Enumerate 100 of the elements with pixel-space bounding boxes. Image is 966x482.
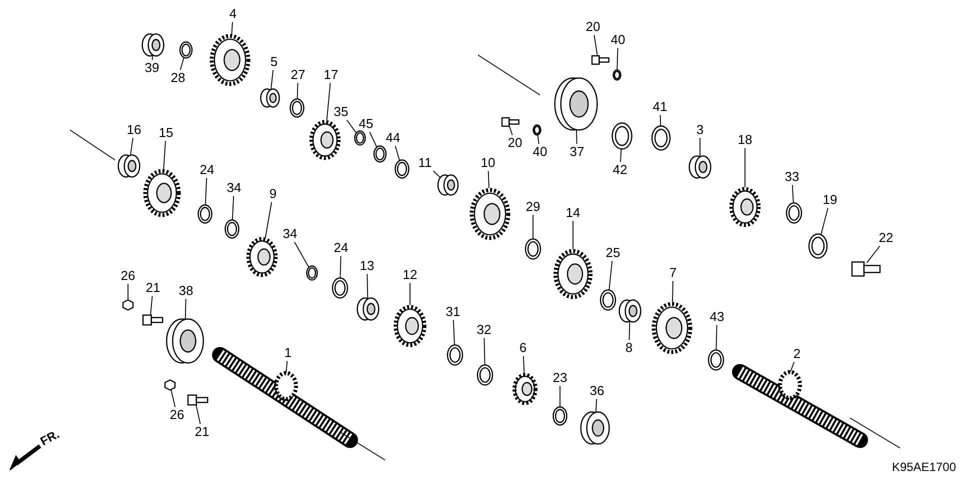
leader-line: [572, 220, 574, 250]
bearing-drawing: [260, 88, 280, 108]
leader-line: [508, 126, 513, 136]
washer-drawing: [532, 124, 542, 136]
callout-number: 29: [526, 200, 540, 214]
washer-drawing: [198, 204, 212, 224]
bearing-drawing: [356, 297, 380, 321]
leader-line: [296, 82, 298, 100]
washer-drawing: [446, 344, 464, 366]
washer-drawing: [651, 125, 671, 151]
callout-number: 8: [625, 341, 633, 355]
washer-drawing: [290, 98, 304, 118]
washer-drawing: [394, 159, 410, 179]
leader-line: [346, 120, 357, 134]
leader-line: [184, 298, 186, 320]
gear-drawing: [394, 305, 426, 347]
washer-drawing: [708, 349, 724, 371]
callout-number: 34: [282, 227, 298, 241]
callout-number: 42: [612, 163, 628, 177]
washer-drawing: [612, 122, 632, 150]
gear-drawing: [470, 188, 510, 240]
washer-drawing: [524, 238, 542, 260]
leader-line: [130, 138, 134, 156]
callout-number: 24: [200, 163, 214, 177]
leader-line: [264, 202, 272, 238]
callout-number: 31: [446, 305, 460, 319]
leader-line: [522, 356, 525, 374]
leader-line: [452, 320, 455, 346]
callout-number: 23: [552, 371, 568, 385]
washer-drawing: [476, 364, 494, 386]
callout-number: 18: [738, 133, 752, 147]
leader-line: [744, 148, 746, 188]
bolt-drawing: [501, 117, 520, 127]
bearing-drawing: [166, 318, 204, 364]
callout-number: 4: [229, 7, 237, 21]
nut-drawing: [164, 379, 176, 391]
bearing-drawing: [688, 155, 712, 179]
leader-line: [594, 34, 598, 56]
washer-drawing: [552, 406, 568, 426]
leader-line: [660, 114, 662, 126]
callout-number: 3: [696, 123, 704, 137]
leader-line: [716, 324, 718, 350]
bolt-drawing: [187, 394, 208, 406]
callout-number: 16: [126, 123, 142, 137]
callout-number: 15: [158, 126, 174, 140]
gear-drawing: [309, 120, 341, 160]
callout-number: 11: [418, 156, 432, 170]
washer-drawing: [600, 289, 616, 311]
callout-number: 40: [532, 145, 548, 159]
callout-number: 20: [586, 20, 600, 34]
gear-drawing: [143, 169, 181, 217]
callout-number: 44: [386, 131, 400, 145]
callout-number: 9: [269, 187, 277, 201]
leader-line: [792, 184, 794, 204]
leader-line: [326, 82, 331, 121]
direction-label: FR.: [38, 426, 62, 448]
bearing-drawing: [118, 154, 140, 178]
shaft-drawing: [212, 347, 358, 448]
callout-number: 39: [144, 61, 160, 75]
leader-line: [628, 322, 630, 340]
leader-line: [432, 170, 442, 179]
leader-line: [866, 246, 880, 264]
leader-line: [820, 208, 828, 236]
bolt-drawing: [591, 55, 610, 65]
callout-number: 45: [358, 117, 374, 131]
callout-number: 26: [170, 408, 184, 422]
callout-number: 17: [324, 68, 338, 82]
washer-drawing: [354, 130, 366, 146]
leader-line: [180, 57, 184, 70]
washer-drawing: [373, 145, 387, 163]
leader-line: [537, 134, 540, 144]
callout-number: 10: [480, 156, 496, 170]
leader-line: [294, 242, 310, 268]
callout-number: 32: [476, 323, 492, 337]
callout-number: 5: [270, 55, 278, 69]
bearing-drawing: [554, 77, 598, 131]
leader-line: [366, 274, 368, 298]
callout-number: 2: [793, 347, 801, 361]
leader-line: [204, 178, 208, 206]
leader-line: [152, 56, 153, 60]
leader-line: [150, 296, 153, 316]
callout-number: 38: [178, 284, 194, 298]
gear-drawing: [652, 302, 692, 354]
leader-line: [484, 338, 486, 366]
gear-drawing: [210, 34, 250, 86]
callout-number: 33: [784, 170, 800, 184]
callout-number: 43: [710, 310, 724, 324]
leader-line: [488, 170, 490, 188]
bearing-drawing: [437, 174, 459, 196]
washer-drawing: [786, 202, 802, 224]
leader-line: [340, 256, 342, 278]
leader-line: [394, 146, 400, 162]
washer-drawing: [332, 277, 348, 299]
callout-number: 12: [402, 268, 418, 282]
leader-line: [369, 132, 378, 148]
leader-line: [196, 404, 201, 424]
callout-number: 34: [226, 181, 242, 195]
callout-number: 14: [566, 206, 580, 220]
callout-number: 21: [146, 281, 160, 295]
callout-number: 20: [508, 136, 522, 150]
